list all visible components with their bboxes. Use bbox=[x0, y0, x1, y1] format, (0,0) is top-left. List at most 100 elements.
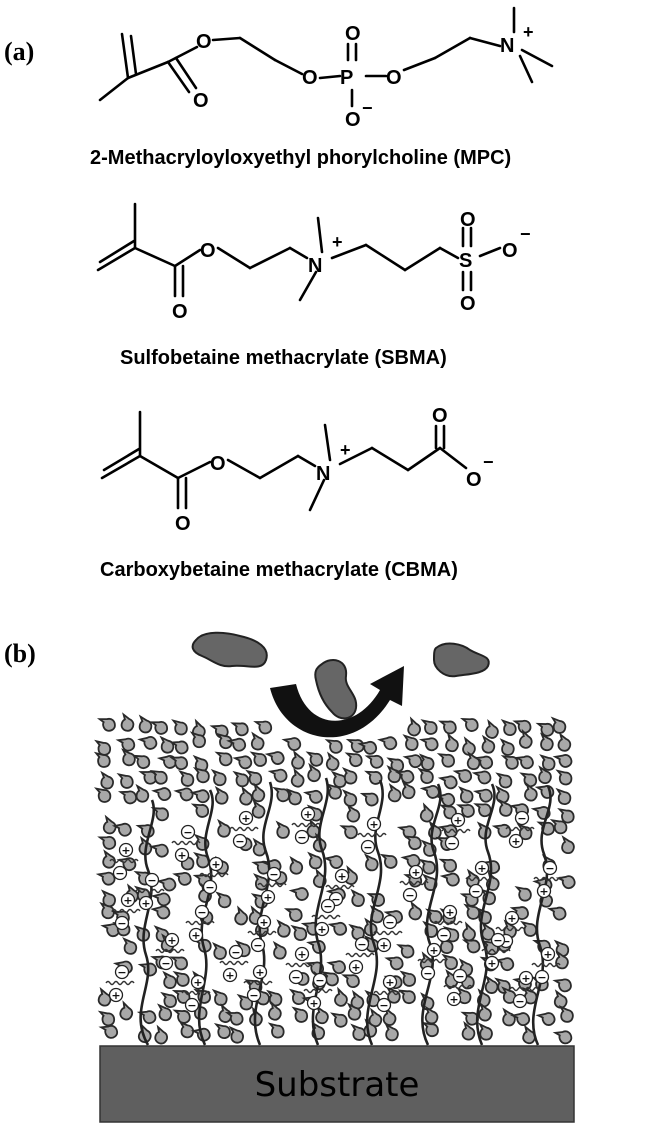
anion-icon-symbol: − bbox=[161, 957, 170, 970]
anion-icon-symbol: − bbox=[235, 835, 244, 848]
sbma-atom-o-carbonyl: O bbox=[172, 301, 188, 323]
cation-icon-symbol: + bbox=[477, 862, 486, 875]
water-molecule-icon bbox=[334, 986, 348, 1007]
cation-icon-symbol: + bbox=[263, 891, 272, 904]
water-molecule-icon bbox=[445, 732, 459, 753]
mpc-atom-p: P bbox=[340, 67, 353, 89]
anion-icon bbox=[452, 968, 468, 984]
water-molecule-icon bbox=[555, 949, 569, 970]
water-molecule-icon bbox=[403, 835, 422, 851]
sbma-atom-o-ester: O bbox=[200, 240, 216, 262]
water-molecule-icon bbox=[173, 787, 194, 802]
anion-icon bbox=[490, 932, 506, 948]
cation-icon bbox=[446, 991, 462, 1007]
water-molecule-icon bbox=[102, 849, 116, 869]
water-molecule-icon bbox=[472, 788, 493, 803]
water-molecule-icon bbox=[315, 1004, 329, 1025]
ion-tether bbox=[465, 876, 495, 882]
cation-icon bbox=[382, 974, 398, 990]
cation-icon bbox=[376, 937, 392, 953]
cation-icon-symbol: + bbox=[191, 929, 200, 942]
water-molecule-icon bbox=[150, 807, 169, 822]
water-molecule-icon bbox=[149, 721, 169, 735]
water-molecule-icon bbox=[555, 769, 573, 786]
anion-icon-symbol: − bbox=[423, 967, 432, 980]
ion-tether bbox=[495, 926, 525, 932]
anion-icon bbox=[294, 829, 310, 845]
ion-pairs: +−−++−+−+−+−−+−++−−++−+−+−−++−−++−−+−++−… bbox=[105, 806, 563, 1013]
cation-icon-symbol: + bbox=[193, 976, 202, 989]
cbma-atom-n: N bbox=[316, 463, 330, 485]
water-molecule-icon bbox=[192, 767, 210, 784]
water-molecule-icon bbox=[190, 803, 210, 818]
cation-icon-symbol: + bbox=[337, 870, 346, 883]
water-molecule-icon bbox=[520, 920, 538, 937]
ion-tether bbox=[105, 980, 135, 986]
water-molecule-icon bbox=[159, 735, 175, 754]
water-molecule-icon bbox=[402, 734, 419, 751]
water-molecule-icon bbox=[502, 1007, 516, 1027]
cation-icon-symbol: + bbox=[177, 849, 186, 862]
ion-tether bbox=[109, 858, 139, 864]
anion-icon-symbol: − bbox=[115, 867, 124, 880]
anion-icon-symbol: − bbox=[439, 929, 448, 942]
water-molecule-icon bbox=[519, 772, 538, 788]
water-molecule-icon bbox=[514, 755, 534, 770]
water-molecule-icon bbox=[535, 1012, 556, 1026]
anion-icon bbox=[376, 997, 392, 1013]
water-molecule-icon bbox=[339, 825, 358, 840]
water-molecule-icon bbox=[364, 754, 384, 769]
cation-icon-symbol: + bbox=[511, 835, 520, 848]
water-molecule-icon bbox=[501, 986, 517, 1004]
water-molecule-icon bbox=[136, 1010, 157, 1025]
water-molecule-icon bbox=[510, 1012, 531, 1027]
water-molecule-icon bbox=[419, 785, 440, 799]
anion-icon-symbol: − bbox=[187, 999, 196, 1012]
cation-icon bbox=[138, 895, 154, 911]
water-molecule-icon bbox=[93, 787, 112, 803]
water-molecule-icon bbox=[441, 953, 458, 971]
mpc-atom-o-carbonyl: O bbox=[193, 90, 209, 112]
water-molecule-icon bbox=[253, 720, 273, 735]
cbma-atom-o-ester: O bbox=[210, 453, 226, 475]
water-molecule-icon bbox=[151, 787, 172, 802]
water-molecule-icon bbox=[538, 765, 552, 785]
ion-tether bbox=[291, 822, 321, 828]
anion-icon-symbol: − bbox=[501, 935, 510, 948]
water-molecule-icon bbox=[281, 737, 302, 751]
cation-icon bbox=[306, 995, 322, 1011]
water-molecule-icon bbox=[500, 755, 519, 770]
cation-icon-symbol: + bbox=[303, 808, 312, 821]
cation-icon bbox=[256, 914, 272, 930]
anion-icon bbox=[228, 944, 244, 960]
water-molecule-icon bbox=[171, 719, 188, 736]
anion-icon bbox=[266, 866, 282, 882]
water-molecule-icon bbox=[249, 751, 267, 767]
sbma-atom-o-s-right: O bbox=[502, 240, 518, 262]
water-molecule-icon bbox=[460, 718, 479, 732]
water-molecule-icon bbox=[437, 936, 454, 955]
water-molecule-icon bbox=[117, 790, 138, 805]
water-molecule-icon bbox=[458, 785, 474, 804]
cbma-structure: O O N + O O − bbox=[100, 405, 494, 535]
water-molecule-icon bbox=[498, 798, 513, 817]
water-molecule-icon bbox=[96, 717, 116, 732]
water-molecule-icon bbox=[323, 855, 344, 869]
water-molecule-icon bbox=[402, 754, 423, 769]
ion-tether bbox=[285, 962, 315, 968]
panel-b-label: (b) bbox=[4, 639, 36, 668]
water-molecule-icon bbox=[500, 719, 517, 737]
substrate-label: Substrate bbox=[255, 1065, 420, 1105]
cation-icon-symbol: + bbox=[255, 966, 264, 979]
water-molecule-icon bbox=[116, 772, 134, 789]
cation-icon bbox=[260, 889, 276, 905]
anion-icon bbox=[534, 969, 550, 985]
anion-icon-symbol: − bbox=[455, 970, 464, 983]
water-molecule-icon bbox=[494, 957, 515, 972]
cation-icon-symbol: + bbox=[225, 969, 234, 982]
water-molecule-icon bbox=[418, 737, 439, 752]
water-molecule-icon bbox=[122, 936, 138, 955]
water-molecule-icon bbox=[557, 732, 572, 752]
anion-icon-symbol: − bbox=[249, 989, 258, 1002]
water-molecule-icon bbox=[535, 722, 555, 737]
